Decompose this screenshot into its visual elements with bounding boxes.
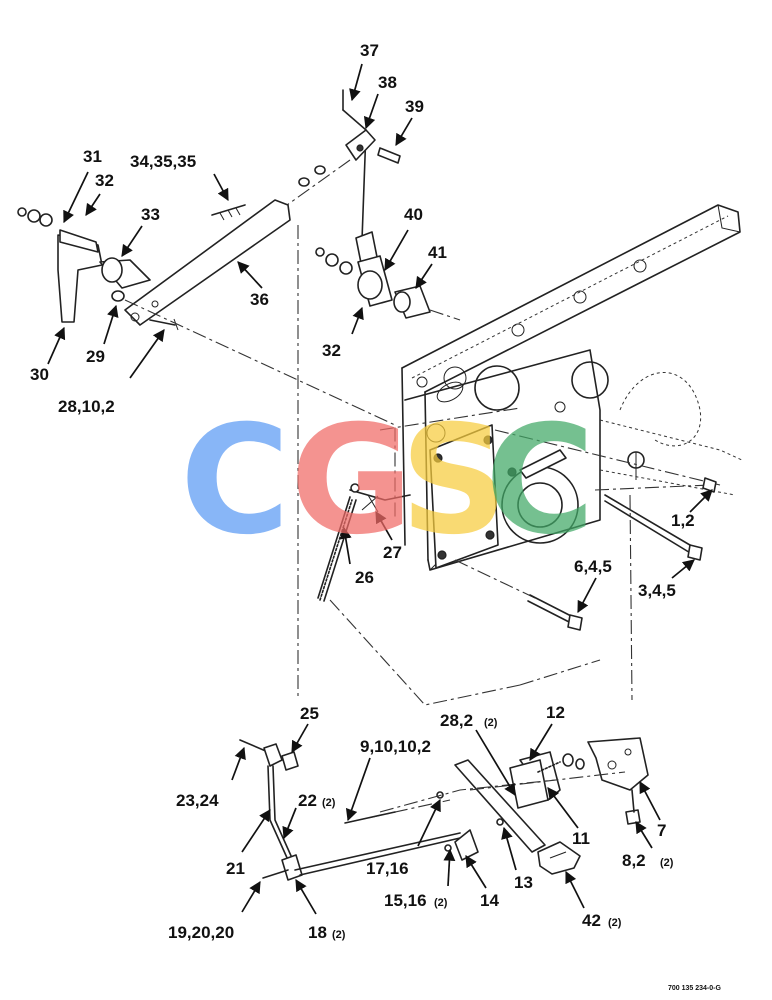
callout-27: 27 — [383, 543, 402, 562]
watermark-letter-2: G — [290, 394, 413, 568]
callout-18-qty: (2) — [332, 929, 346, 941]
callout-13: 13 — [514, 873, 533, 892]
callout-12: 12 — [546, 703, 565, 722]
top-linkage — [17, 89, 461, 520]
watermark-letter-3: S — [400, 394, 508, 568]
callout-28-2: 28,2 — [440, 711, 473, 730]
callout-42: 42 — [582, 911, 601, 930]
callout-8-2: 8,2 — [622, 851, 646, 870]
callout-42-qty: (2) — [608, 917, 622, 929]
callout-31: 31 — [83, 147, 102, 166]
callout-32-top: 32 — [95, 171, 114, 190]
callout-18: 18 — [308, 923, 327, 942]
callout-arrows — [47, 63, 713, 915]
watermark: C G S C — [180, 394, 595, 568]
watermark-letter-1: C — [180, 394, 290, 568]
callout-40: 40 — [404, 205, 423, 224]
callout-41: 41 — [428, 243, 447, 262]
callout-39: 39 — [405, 97, 424, 116]
callout-17-16: 17,16 — [366, 859, 409, 878]
callout-9-10-10-2: 9,10,10,2 — [360, 737, 431, 756]
callout-28-2-qty: (2) — [484, 717, 498, 729]
callout-1-2: 1,2 — [671, 511, 695, 530]
callout-34-35-35: 34,35,35 — [130, 152, 196, 171]
callout-28-10-2: 28,10,2 — [58, 397, 115, 416]
callout-15-16: 15,16 — [384, 891, 427, 910]
hidden-outlines — [297, 225, 721, 706]
callout-29: 29 — [86, 347, 105, 366]
watermark-letter-4: C — [485, 394, 595, 568]
callout-38: 38 — [378, 73, 397, 92]
callout-23-24: 23,24 — [176, 791, 219, 810]
callout-3-4-5: 3,4,5 — [638, 581, 676, 600]
callout-25: 25 — [300, 704, 319, 723]
callout-26: 26 — [355, 568, 374, 587]
callout-22: 22 — [298, 791, 317, 810]
drawing-number: 700 135 234-0-G — [668, 985, 721, 992]
callout-32-bottom: 32 — [322, 341, 341, 360]
callout-15-16-qty: (2) — [434, 897, 448, 909]
callout-7: 7 — [657, 821, 666, 840]
callout-30: 30 — [30, 365, 49, 384]
callout-labels: 37 38 39 31 32 34,35,35 33 40 41 36 32 3… — [30, 41, 695, 942]
spring-assembly — [317, 483, 411, 602]
callout-19-20-20: 19,20,20 — [168, 923, 234, 942]
frame-side-member — [401, 204, 743, 571]
callout-37: 37 — [360, 41, 379, 60]
callout-6-4-5: 6,4,5 — [574, 557, 612, 576]
callout-33: 33 — [141, 205, 160, 224]
right-bolts — [454, 477, 717, 631]
callout-22-qty: (2) — [322, 797, 336, 809]
callout-14: 14 — [480, 891, 499, 910]
callout-36: 36 — [250, 290, 269, 309]
callout-21: 21 — [226, 859, 245, 878]
callout-11: 11 — [572, 829, 590, 848]
callout-8-2-qty: (2) — [660, 857, 674, 869]
